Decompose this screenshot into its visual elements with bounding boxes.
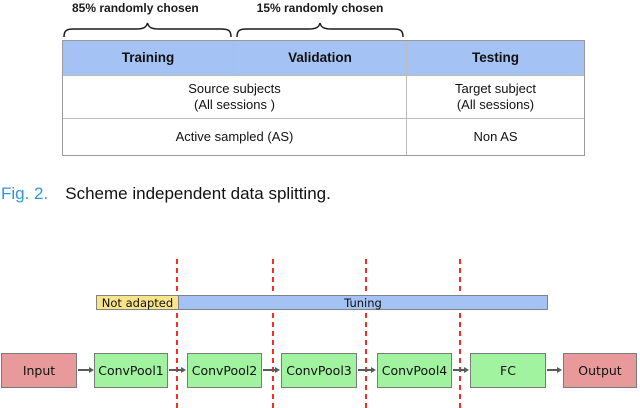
dashed-separator-1 [176,259,178,408]
bar-tuning: Tuning [178,295,548,310]
brace-training-icon [63,22,232,38]
node-fc: FC [470,353,546,388]
figure-caption-number: Fig. 2. [1,184,49,203]
flow-arrow-icon-3 [263,366,280,373]
table-cell-source-subjects: Source subjects (All sessions ) [63,76,407,119]
target-subject-line2: (All sessions) [456,97,535,112]
node-output: Output [563,353,637,388]
brace-label-15-percent: 15% randomly chosen [256,1,384,15]
dashed-separator-2 [272,259,274,408]
figure-caption-text: Scheme independent data splitting. [65,184,331,203]
source-subjects-line2: (All sessions ) [194,97,275,112]
flow-arrow-icon-2 [169,366,186,373]
table-header-testing: Testing [407,41,584,76]
data-splitting-table: Training Validation Testing Source subje… [62,40,585,156]
table-header-training: Training [63,41,234,76]
table-cell-active-sampled: Active sampled (AS) [63,119,407,155]
node-convpool1: ConvPool1 [94,353,168,388]
dashed-separator-4 [459,259,461,408]
flow-arrow-icon-6 [547,366,562,373]
dashed-separator-3 [365,259,367,408]
flow-arrow-icon-1 [78,366,94,373]
node-convpool2: ConvPool2 [187,353,262,388]
table-cell-non-as: Non AS [473,128,518,144]
figure-caption: Fig. 2. Scheme independent data splitting… [1,184,331,204]
node-convpool3: ConvPool3 [281,353,357,388]
table-cell-target-subject: Target subject (All sessions) [407,76,584,119]
flow-arrow-icon-5 [453,366,469,373]
node-input: Input [1,353,77,388]
source-subjects-line1: Source subjects [188,80,281,96]
flow-arrow-icon-4 [358,366,376,373]
target-subject-line1: Target subject [455,80,536,96]
table-header-validation: Validation [234,41,407,76]
brace-label-85-percent: 85% randomly chosen [72,1,199,15]
brace-validation-icon [236,22,404,38]
node-convpool4: ConvPool4 [377,353,452,388]
bar-not-adapted: Not adapted [96,295,179,310]
